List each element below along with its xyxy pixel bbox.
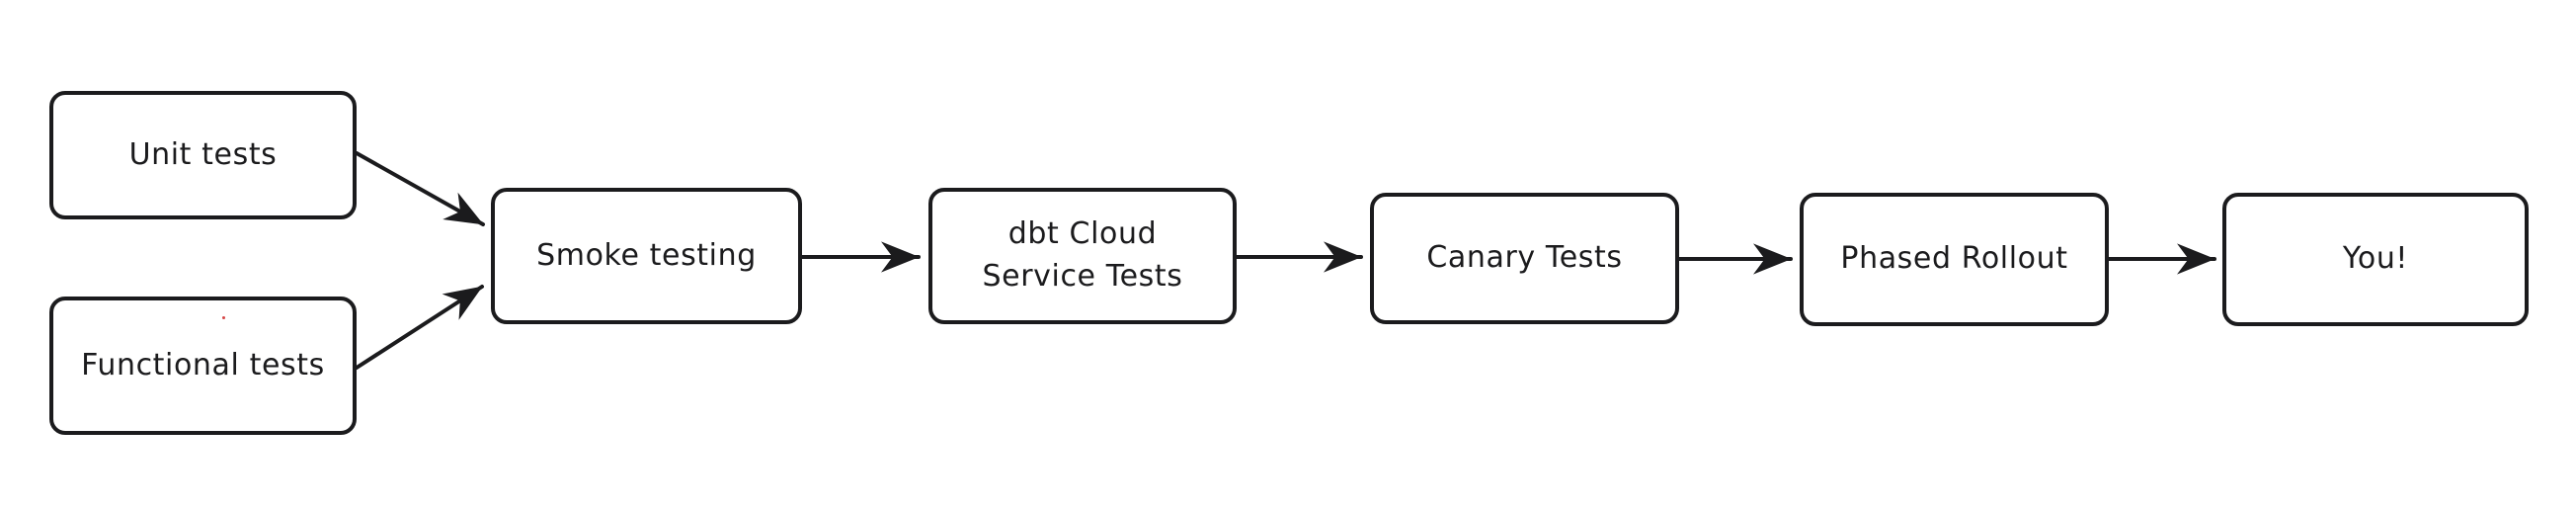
node-phased-rollout-label: Phased Rollout xyxy=(1840,241,2068,277)
edge-functional-to-smoke xyxy=(355,285,484,370)
node-canary-tests-label: Canary Tests xyxy=(1426,240,1623,276)
edge-unit-to-smoke xyxy=(355,151,485,226)
node-canary-tests[interactable]: Canary Tests xyxy=(1370,193,1679,324)
node-functional-tests-label: Functional tests xyxy=(81,347,325,382)
node-dbt-cloud-service-tests-label: dbt Cloud Service Tests xyxy=(982,216,1183,294)
node-unit-tests-label: Unit tests xyxy=(128,136,278,172)
node-phased-rollout[interactable]: Phased Rollout xyxy=(1800,193,2109,326)
node-smoke-testing-label: Smoke testing xyxy=(536,237,757,273)
stray-speck xyxy=(222,316,225,319)
node-unit-tests[interactable]: Unit tests xyxy=(49,91,357,219)
node-you[interactable]: You! xyxy=(2222,193,2529,326)
node-dbt-cloud-service-tests[interactable]: dbt Cloud Service Tests xyxy=(928,188,1237,324)
node-functional-tests[interactable]: Functional tests xyxy=(49,297,357,435)
node-smoke-testing[interactable]: Smoke testing xyxy=(491,188,802,324)
node-you-label: You! xyxy=(2342,241,2409,277)
